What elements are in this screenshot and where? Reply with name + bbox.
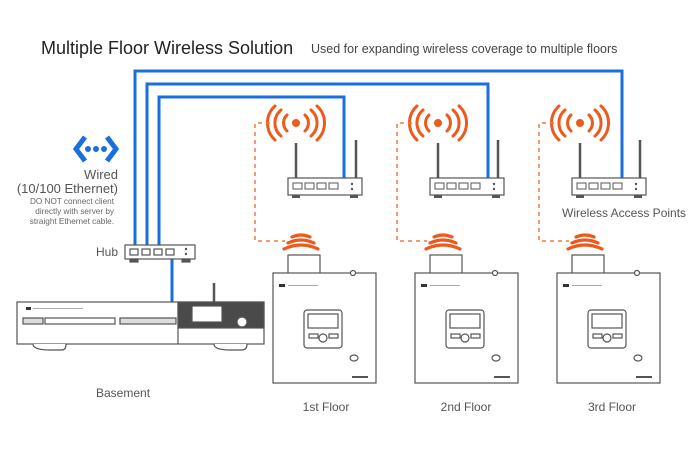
wifi-signal-icon	[549, 104, 611, 142]
wifi-signal-icon	[407, 104, 469, 142]
hub-icon	[124, 244, 196, 263]
wired-note-line: directly with server by	[35, 207, 114, 216]
wired-note-line: straight Ethernet cable.	[29, 217, 114, 226]
wired-links	[133, 69, 624, 302]
wireless-client-icon	[272, 254, 377, 384]
access-points-label: Wireless Access Points	[562, 206, 687, 220]
diagram-subtitle: Used for expanding wireless coverage to …	[311, 42, 618, 56]
access-points	[254, 104, 647, 251]
wifi-receive-icon	[566, 233, 604, 251]
wired-legend-note: DO NOT connect client directly with serv…	[0, 197, 114, 227]
wired-note-line: DO NOT connect client	[29, 197, 114, 206]
wireless-client-icon	[556, 254, 661, 384]
basement-label: Basement	[96, 386, 151, 400]
wireless-client-icon	[414, 254, 519, 384]
hub-label: Hub	[96, 245, 119, 259]
wireless-link	[538, 122, 569, 242]
floor-label-1: 1st Floor	[302, 400, 350, 414]
diagram-title: Multiple Floor Wireless Solution	[41, 38, 294, 58]
floor-label-2: 2nd Floor	[440, 400, 492, 414]
wireless-link	[254, 122, 285, 242]
floor-clients	[272, 254, 661, 384]
wired-link-ap3	[133, 69, 624, 253]
wireless-router-icon	[287, 140, 363, 198]
wired-legend-subtitle: (10/100 Ethernet)	[16, 181, 118, 196]
wired-link-ap1	[157, 95, 346, 253]
wireless-router-icon	[571, 140, 647, 198]
media-server-icon	[16, 283, 265, 351]
wireless-link	[396, 122, 427, 242]
floor-label-3: 3rd Floor	[587, 400, 637, 414]
wifi-receive-icon	[424, 233, 462, 251]
wifi-receive-icon	[282, 233, 320, 251]
wired-link-ap2	[145, 82, 490, 253]
wired-legend-title: Wired	[84, 167, 118, 182]
wireless-router-icon	[429, 140, 505, 198]
wifi-signal-icon	[265, 104, 327, 142]
ethernet-icon	[72, 135, 120, 163]
